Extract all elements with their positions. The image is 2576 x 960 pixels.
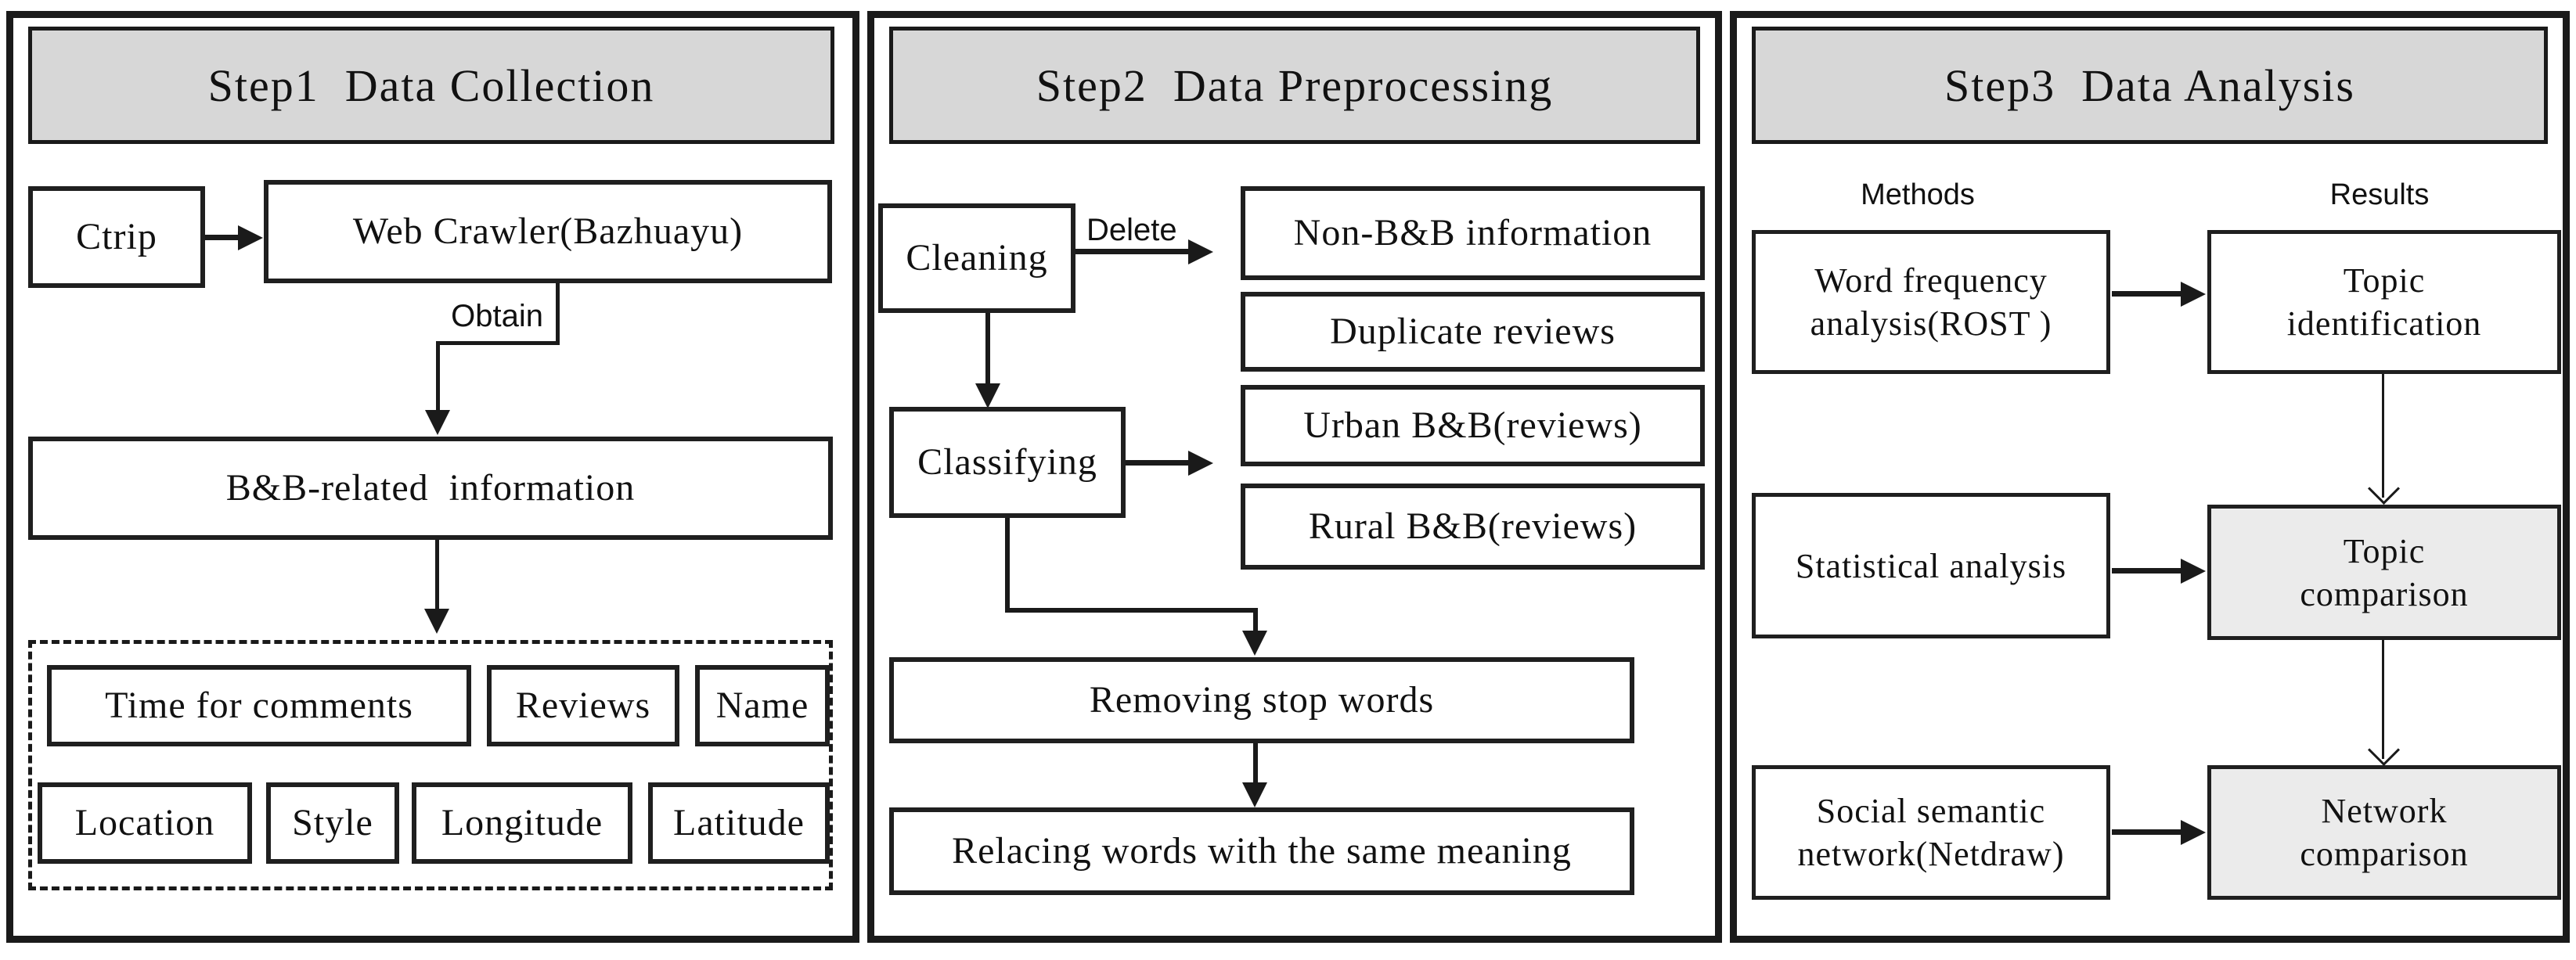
- arrow-removing-to-relacing-line: [1253, 743, 1258, 784]
- field-time-for-comments: Time for comments: [47, 665, 471, 746]
- obtain-connector-segment-2: [436, 341, 560, 345]
- statistical-analysis-box: Statistical analysis: [1752, 493, 2110, 638]
- arrow-cleaning-to-classifying-head: [975, 383, 1000, 408]
- arrow-cleaning-to-nonbnb-line: [1075, 249, 1190, 254]
- arrow-cleaning-to-classifying-line: [985, 313, 990, 385]
- arrow-removing-to-relacing-head: [1242, 782, 1267, 807]
- connector-classifying-segment-3: [1253, 608, 1258, 633]
- arrow-ctrip-to-crawler-line: [205, 235, 240, 240]
- relacing-words-box: Relacing words with the same meaning: [889, 807, 1634, 895]
- delete-label: Delete: [1086, 213, 1177, 247]
- field-location: Location: [38, 782, 252, 864]
- urban-bnb-box: Urban B&B(reviews): [1241, 385, 1705, 466]
- bnb-info-box: B&B-related information: [28, 437, 833, 540]
- connector-classifying-segment-1: [1005, 518, 1010, 612]
- step2-header: Step2 Data Preprocessing: [889, 27, 1700, 144]
- connector-classifying-head: [1242, 631, 1267, 656]
- obtain-label: Obtain: [451, 299, 543, 333]
- thin-arrow-topicid-to-topiccomp-line: [2382, 374, 2384, 498]
- network-comparison-box: Network comparison: [2207, 765, 2561, 900]
- obtain-connector-segment-3: [436, 341, 440, 412]
- field-style: Style: [266, 782, 399, 864]
- topic-identification-box: Topic identification: [2207, 230, 2561, 374]
- arrow-ctrip-to-crawler-head: [238, 225, 263, 250]
- arrow-social-to-netcomp-line: [2112, 829, 2182, 835]
- arrow-wordfreq-to-topicid-line: [2112, 291, 2182, 297]
- arrow-bnb-to-fields-head: [424, 609, 449, 634]
- results-label: Results: [2329, 178, 2430, 211]
- web-crawler-box: Web Crawler(Bazhuayu): [264, 180, 832, 283]
- arrow-cleaning-to-nonbnb-head: [1188, 239, 1213, 264]
- obtain-connector-segment-1: [556, 283, 560, 345]
- non-bnb-box: Non-B&B information: [1241, 186, 1705, 280]
- obtain-connector-head: [425, 410, 450, 435]
- topic-comparison-box: Topic comparison: [2207, 505, 2561, 640]
- arrow-bnb-to-fields-line: [435, 540, 439, 610]
- fields-dashed-container: [28, 640, 833, 890]
- cleaning-box: Cleaning: [878, 203, 1075, 313]
- step3-header: Step3 Data Analysis: [1752, 27, 2548, 144]
- rural-bnb-box: Rural B&B(reviews): [1241, 484, 1705, 570]
- methods-label: Methods: [1861, 178, 1975, 211]
- arrow-wordfreq-to-topicid-head: [2181, 282, 2206, 307]
- social-semantic-network-box: Social semantic network(Netdraw): [1752, 765, 2110, 900]
- arrow-social-to-netcomp-head: [2181, 820, 2206, 845]
- arrow-statistical-to-topiccomp-head: [2181, 559, 2206, 584]
- field-longitude: Longitude: [412, 782, 632, 864]
- arrow-classifying-to-urban-line: [1126, 460, 1190, 466]
- arrow-statistical-to-topiccomp-line: [2112, 568, 2182, 573]
- ctrip-box: Ctrip: [28, 186, 205, 288]
- word-frequency-box: Word frequency analysis(ROST ): [1752, 230, 2110, 374]
- step1-header: Step1 Data Collection: [28, 27, 834, 144]
- field-reviews: Reviews: [487, 665, 679, 746]
- thin-arrow-topiccomp-to-netcomp-line: [2382, 640, 2384, 759]
- duplicate-reviews-box: Duplicate reviews: [1241, 292, 1705, 372]
- field-latitude: Latitude: [648, 782, 830, 864]
- classifying-box: Classifying: [889, 407, 1126, 518]
- field-name: Name: [695, 665, 830, 746]
- connector-classifying-segment-2: [1005, 608, 1257, 613]
- arrow-classifying-to-urban-head: [1188, 451, 1213, 476]
- removing-stop-words-box: Removing stop words: [889, 657, 1634, 743]
